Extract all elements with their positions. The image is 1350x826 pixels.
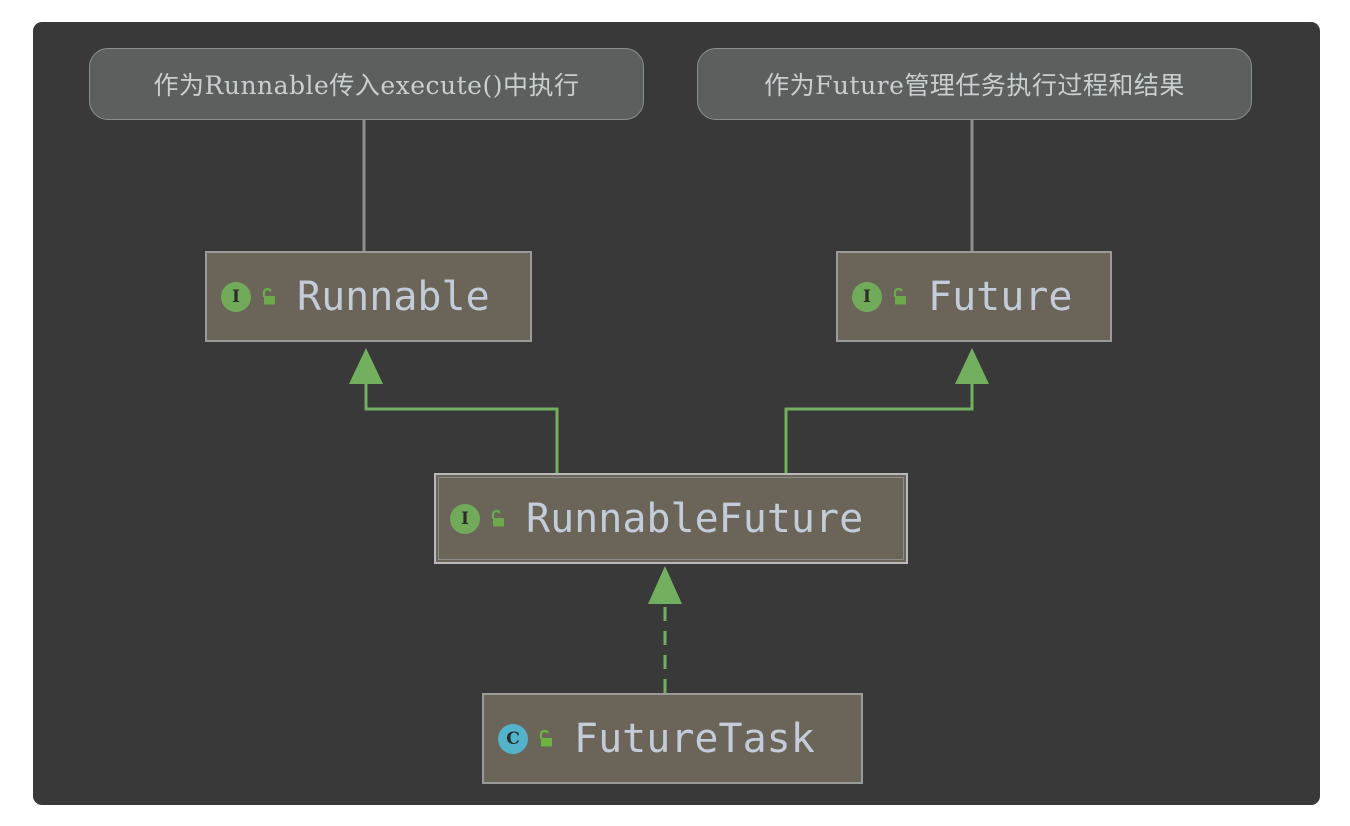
unlocked-padlock-icon [486,507,510,531]
node-runnablefuture[interactable]: I RunnableFuture [434,473,908,564]
node-futuretask[interactable]: C FutureTask [482,693,863,784]
node-runnable[interactable]: I Runnable [205,251,532,342]
unlocked-padlock-icon [534,727,558,751]
unlocked-padlock-icon [257,285,281,309]
interface-badge-icon: I [852,281,882,312]
node-future-label: Future [928,273,1073,320]
note-future[interactable]: 作为Future管理任务执行过程和结果 [697,48,1252,120]
interface-badge-icon: I [221,281,251,312]
note-runnable[interactable]: 作为Runnable传入execute()中执行 [89,48,644,120]
interface-badge-icon: I [450,503,480,534]
note-runnable-text: 作为Runnable传入execute()中执行 [153,71,580,100]
node-futuretask-label: FutureTask [574,715,815,762]
node-runnable-label: Runnable [297,273,490,320]
node-runnablefuture-label: RunnableFuture [526,495,864,542]
node-future[interactable]: I Future [836,251,1112,342]
note-future-text: 作为Future管理任务执行过程和结果 [764,71,1185,100]
class-badge-icon: C [498,723,528,754]
diagram-canvas[interactable] [33,22,1320,805]
unlocked-padlock-icon [888,285,912,309]
